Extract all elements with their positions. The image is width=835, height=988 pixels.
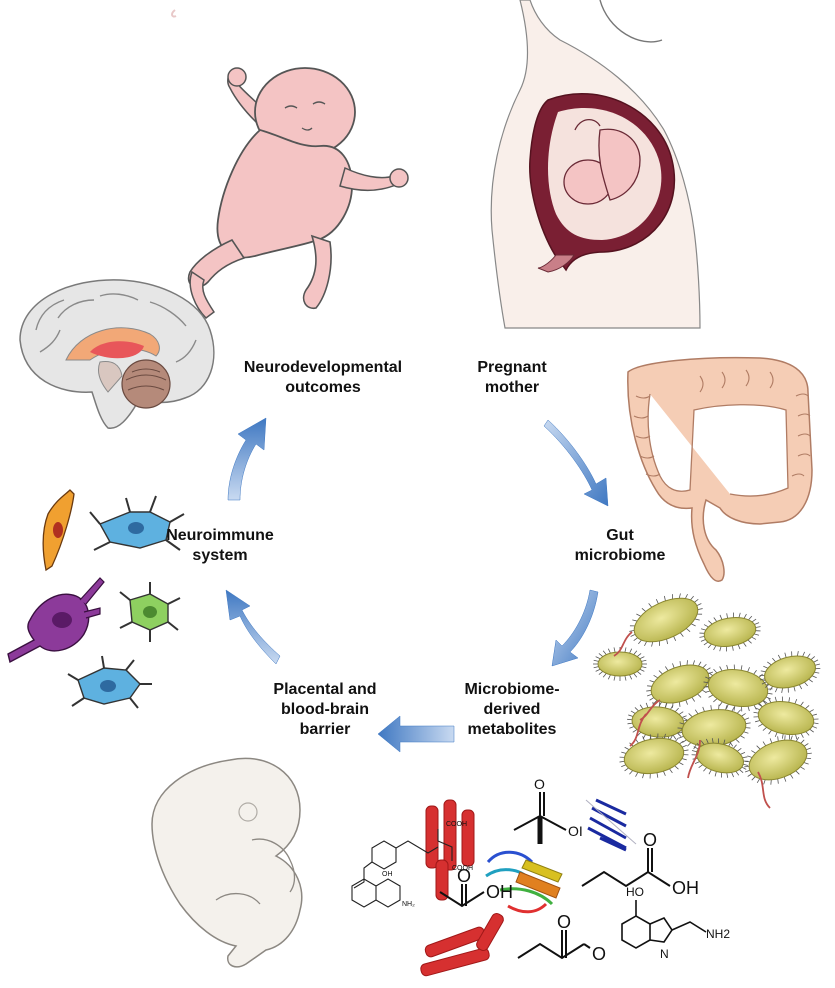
label-microbiome-derived-metabolites: Microbiome- derived metabolites [458, 680, 566, 740]
structure-butyrate [581, 848, 671, 888]
label-o-propionate-side: O [592, 944, 606, 964]
arrow-mother-to-gut [543, 419, 609, 507]
label-nh2-serotonin: NH2 [706, 927, 730, 941]
fetus-illustration [151, 757, 303, 968]
bacteria-cluster-illustration [593, 593, 821, 809]
label-cooh-folate-1: COOH [446, 821, 467, 828]
structure-lactate [513, 792, 567, 844]
brain-illustration [19, 279, 215, 429]
arrow-neuroimmune-to-neurodev [227, 417, 267, 501]
label-oh-folate: OH [382, 871, 393, 878]
label-cooh-folate-2: COOH [452, 865, 473, 872]
bacterium [691, 738, 749, 778]
label-oh-acetate: OH [486, 882, 513, 902]
colon-illustration [627, 356, 813, 582]
label-line: mother [484, 379, 540, 396]
label-ho-serotonin: HO [626, 885, 644, 899]
bacterium [677, 704, 751, 752]
label-line: outcomes [285, 379, 361, 396]
bacterium [744, 735, 812, 785]
label-o-butyrate: O [643, 830, 657, 850]
bacterium [703, 664, 773, 712]
protein-sheet-blue [585, 798, 637, 852]
label-neurodevelopmental-outcomes: Neurodevelopmental outcomes [230, 358, 416, 398]
label-line: barrier [299, 721, 351, 738]
label-o-lactate: O [534, 776, 545, 792]
flagellum [639, 699, 661, 721]
label-line: Neuroimmune [166, 527, 274, 544]
neuroimmune-cells-illustration [7, 489, 185, 709]
bacterium [699, 612, 761, 652]
protein-helix-bottom [420, 913, 504, 977]
bacterium [753, 696, 819, 740]
flagellum [757, 771, 771, 809]
structure-serotonin [621, 900, 707, 949]
bacterium [759, 651, 821, 693]
label-line: microbiome [574, 547, 666, 564]
label-line: Neurodevelopmental [243, 359, 403, 376]
bacterium [629, 593, 703, 647]
label-gut-microbiome: Gut microbiome [570, 526, 670, 566]
protein-helix-top [425, 799, 475, 901]
bacterium [593, 647, 647, 681]
label-line: Microbiome- [464, 681, 560, 698]
label-line: metabolites [467, 721, 557, 738]
metabolite-molecules-illustration: O OI O OH COOH COOH OH NH₂ O OH [351, 776, 730, 977]
arrow-barrier-to-neuroimmune [225, 589, 281, 665]
arrow-gut-to-metabolites [551, 589, 599, 667]
structure-propionate [517, 930, 591, 960]
label-neuroimmune-system: Neuroimmune system [160, 526, 280, 566]
protein-rainbow [485, 850, 563, 914]
cycle-arrows [225, 417, 609, 753]
label-o-propionate-top: O [557, 912, 571, 932]
label-line: Gut [606, 527, 634, 544]
label-line: blood-brain [281, 701, 369, 718]
label-o-acetate: O [457, 866, 471, 886]
bacterium [619, 733, 689, 779]
label-placental-blood-brain-barrier: Placental and blood-brain barrier [262, 680, 388, 740]
structure-folate [351, 829, 453, 908]
pregnant-mother-illustration [490, 0, 701, 329]
label-oh-butyrate: OH [672, 878, 699, 898]
label-oi-lactate: OI [568, 823, 583, 839]
structure-acetate [439, 884, 485, 908]
newborn-illustration [171, 9, 409, 319]
label-nh2-folate: NH₂ [402, 901, 415, 908]
flagellum [687, 739, 701, 779]
arrow-metabolites-to-barrier [377, 715, 455, 753]
label-line: derived [483, 701, 541, 718]
flagellum [613, 631, 633, 657]
label-pregnant-mother: Pregnant mother [462, 358, 562, 398]
label-line: Pregnant [477, 359, 547, 376]
label-line: system [192, 547, 248, 564]
label-line: Placental and [273, 681, 377, 698]
label-nh-serotonin: N [660, 947, 669, 961]
